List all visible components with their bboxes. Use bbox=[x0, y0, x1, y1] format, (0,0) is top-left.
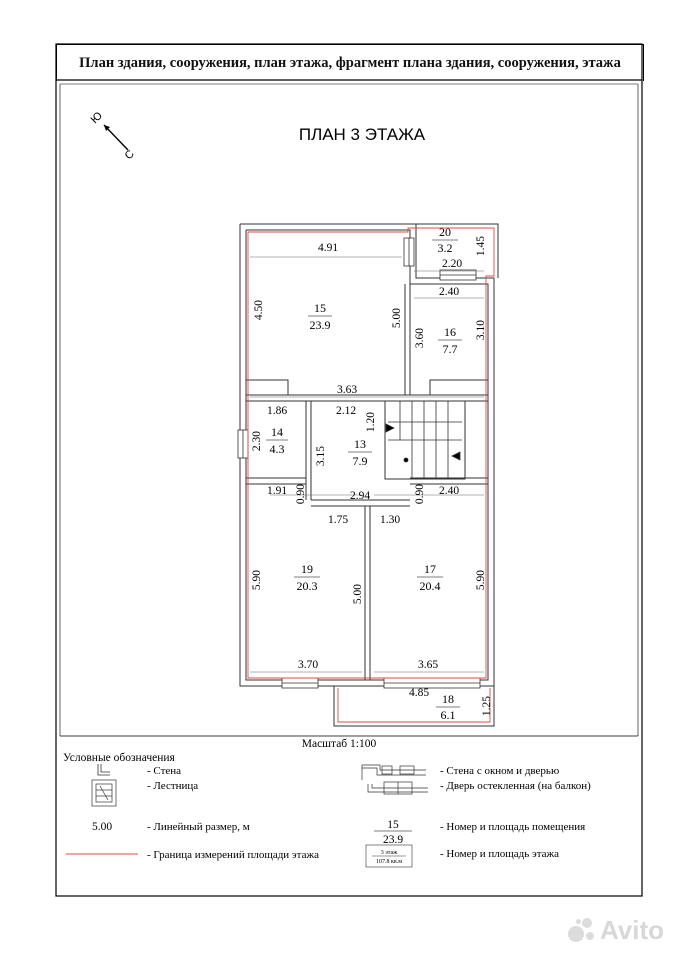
building-walls bbox=[239, 223, 499, 727]
legend-boundary: - Граница измерений площади этажа bbox=[147, 849, 319, 861]
legend-floor-sample-1: 3 этаж bbox=[381, 850, 398, 856]
dim-label: 4.91 bbox=[318, 242, 338, 254]
dim-label: 2.30 bbox=[251, 431, 263, 451]
room-area: 6.1 bbox=[441, 708, 456, 722]
room-number: 13 bbox=[354, 437, 366, 451]
dim-label: 2.20 bbox=[442, 258, 462, 270]
scale-label: Масштаб 1:100 bbox=[302, 738, 377, 750]
area-boundary bbox=[247, 227, 495, 723]
dim-label: 1.30 bbox=[380, 514, 400, 526]
room-area: 20.3 bbox=[297, 579, 318, 593]
wall-symbol-icon bbox=[97, 764, 110, 776]
dim-label: 2.12 bbox=[336, 405, 356, 417]
dim-label: 3.15 bbox=[315, 446, 327, 466]
dim-label: 1.20 bbox=[365, 412, 377, 432]
legend: Масштаб 1:100 Условные обозначения - Сте… bbox=[63, 738, 591, 868]
dim-label: 3.63 bbox=[337, 384, 357, 396]
compass-south: С bbox=[123, 148, 137, 162]
dim-label: 1.86 bbox=[267, 405, 287, 417]
dim-label: 0.90 bbox=[295, 484, 307, 504]
avito-watermark: Avito bbox=[566, 915, 664, 946]
room-area: 20.4 bbox=[420, 579, 441, 593]
legend-window-door: - Стена с окном и дверью bbox=[440, 765, 559, 777]
dim-label: 2.40 bbox=[439, 485, 459, 497]
dim-label: 5.00 bbox=[352, 584, 364, 604]
room-area: 23.9 bbox=[310, 318, 331, 332]
legend-glazed-door: - Дверь остекленная (на балкон) bbox=[440, 780, 591, 792]
plan-title: ПЛАН 3 ЭТАЖА bbox=[299, 125, 426, 144]
dimension-lines bbox=[250, 256, 484, 673]
room-number: 18 bbox=[442, 692, 454, 706]
legend-wall: - Стена bbox=[147, 765, 181, 777]
dim-label: 1.91 bbox=[267, 485, 287, 497]
room-number: 19 bbox=[301, 562, 313, 576]
glazed-door-symbol-icon bbox=[367, 781, 428, 795]
room-number: 20 bbox=[439, 225, 451, 239]
compass-icon: Ю С bbox=[89, 110, 137, 162]
dimension-labels: 4.91 4.50 5.00 2.20 1.45 2.40 3.60 3.10 … bbox=[251, 236, 493, 716]
dim-label: 1.45 bbox=[475, 236, 487, 256]
legend-dim-sample: 5.00 bbox=[92, 821, 112, 833]
window-door-symbol-icon bbox=[361, 764, 426, 780]
legend-stairs: - Лестница bbox=[147, 780, 198, 792]
room-number: 17 bbox=[424, 562, 436, 576]
dim-label: 1.75 bbox=[328, 514, 348, 526]
dim-label: 1.25 bbox=[481, 696, 493, 716]
legend-dim: - Линейный размер, м bbox=[147, 821, 250, 833]
sheet-header: План здания, сооружения, план этажа, фра… bbox=[56, 44, 644, 81]
dim-label: 2.94 bbox=[350, 490, 370, 502]
avito-text: Avito bbox=[599, 915, 664, 945]
legend-room-num-sample: 15 bbox=[387, 819, 399, 831]
compass-north: Ю bbox=[89, 110, 105, 126]
room-area: 7.7 bbox=[443, 342, 458, 356]
dim-label: 2.40 bbox=[439, 286, 459, 298]
legend-room: - Номер и площадь помещения bbox=[440, 821, 585, 833]
dim-label: 3.70 bbox=[298, 659, 318, 671]
dim-label: 3.60 bbox=[414, 328, 426, 348]
room-area: 7.9 bbox=[353, 454, 368, 468]
stairs-symbol-icon bbox=[91, 779, 117, 807]
dim-label: 4.50 bbox=[253, 300, 265, 320]
avito-logo-icon bbox=[566, 916, 596, 946]
room-number: 15 bbox=[314, 301, 326, 315]
room-labels: 15 23.9 20 3.2 16 7.7 14 4.3 13 7.9 19 2… bbox=[266, 225, 462, 722]
legend-floor-sample-2: 107.8 кв.м bbox=[376, 859, 402, 865]
room-number: 14 bbox=[271, 425, 283, 439]
dim-label: 5.00 bbox=[391, 308, 403, 328]
legend-room-area-sample: 23.9 bbox=[383, 834, 403, 846]
dim-label: 3.10 bbox=[475, 320, 487, 340]
room-area: 3.2 bbox=[438, 241, 453, 255]
legend-title: Условные обозначения bbox=[63, 752, 176, 764]
dim-label: 5.90 bbox=[475, 570, 487, 590]
room-number: 16 bbox=[444, 325, 456, 339]
legend-floor: - Номер и площадь этажа bbox=[440, 848, 559, 860]
floor-sample-box bbox=[365, 844, 413, 868]
stairs bbox=[385, 401, 462, 479]
dim-label: 5.90 bbox=[251, 570, 263, 590]
room-area: 4.3 bbox=[270, 442, 285, 456]
dim-label: 3.65 bbox=[418, 659, 438, 671]
dim-label: 0.90 bbox=[414, 484, 426, 504]
dim-label: 4.85 bbox=[409, 687, 429, 699]
